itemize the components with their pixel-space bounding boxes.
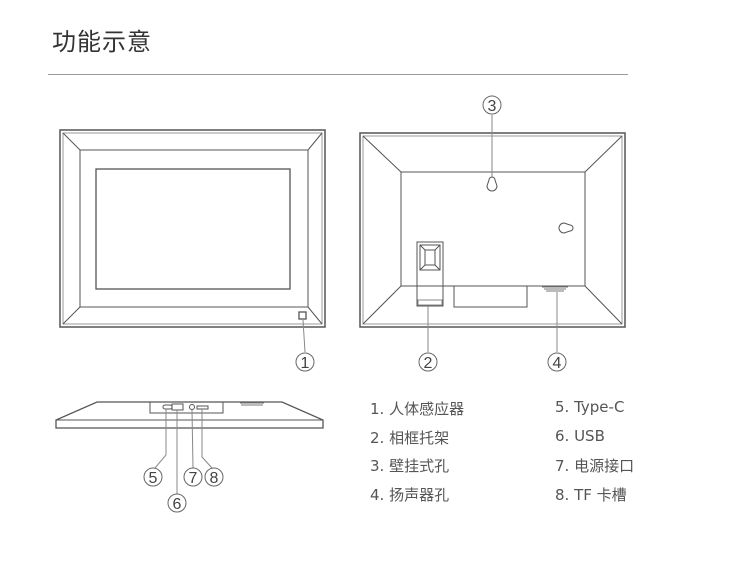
callout-label: 8 bbox=[210, 470, 219, 487]
side-view bbox=[55, 401, 324, 494]
type-c-port bbox=[162, 404, 173, 410]
callout-label: 3 bbox=[488, 98, 497, 115]
legend-item: 4. 扬声器孔 bbox=[370, 486, 450, 504]
callout-label: 2 bbox=[424, 355, 433, 372]
callout-4 bbox=[547, 352, 567, 372]
tf-slot bbox=[196, 405, 209, 410]
front-view bbox=[59, 129, 326, 353]
legend-item: 7. 电源接口 bbox=[555, 457, 635, 475]
legend-item: 8. TF 卡槽 bbox=[555, 486, 627, 504]
usb-port bbox=[171, 403, 184, 411]
page-title: 功能示意 bbox=[52, 28, 152, 56]
title-divider bbox=[48, 74, 628, 75]
callout-8 bbox=[204, 467, 224, 487]
legend-item: 2. 相框托架 bbox=[370, 429, 450, 447]
callout-label: 5 bbox=[149, 470, 158, 487]
power-port bbox=[189, 404, 195, 410]
callout-6 bbox=[167, 493, 187, 513]
motion-sensor bbox=[298, 311, 307, 320]
stand-bracket bbox=[416, 241, 444, 307]
callout-label: 4 bbox=[553, 355, 562, 372]
legend-item: 1. 人体感应器 bbox=[370, 400, 465, 418]
wall-mount-hole bbox=[486, 176, 498, 192]
callout-1 bbox=[295, 352, 315, 372]
speaker-grille bbox=[542, 286, 568, 292]
legend-item: 5. Type-C bbox=[555, 398, 625, 416]
callout-3 bbox=[482, 95, 502, 115]
callout-7 bbox=[183, 467, 203, 487]
callout-label: 6 bbox=[173, 496, 182, 513]
callout-2 bbox=[418, 352, 438, 372]
callout-label: 7 bbox=[189, 470, 198, 487]
back-view bbox=[359, 115, 626, 352]
legend-item: 6. USB bbox=[555, 427, 605, 445]
callout-label: 1 bbox=[301, 355, 310, 372]
wall-mount-hole bbox=[558, 222, 574, 234]
callout-5 bbox=[143, 467, 163, 487]
legend-item: 3. 壁挂式孔 bbox=[370, 457, 450, 475]
